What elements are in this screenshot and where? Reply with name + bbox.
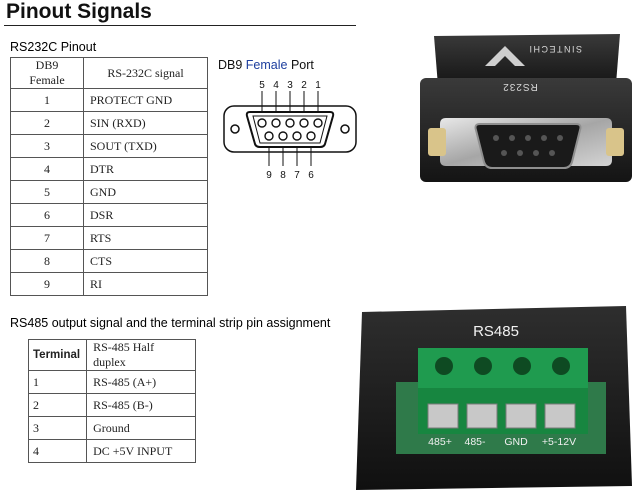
db9-port-label: DB9 Female Port [218, 58, 314, 72]
port-label-suffix: Port [287, 58, 314, 72]
column-header-db9: DB9 Female [10, 57, 84, 89]
pin-signal: RI [83, 272, 208, 296]
terminal-signal: RS-485 (A+) [86, 370, 196, 394]
pin-signal: GND [83, 180, 208, 204]
port-label-prefix: DB9 [218, 58, 246, 72]
bottom-pin-label: 6 [308, 170, 314, 181]
brand-logo-icon [485, 46, 525, 66]
terminal-signal: Ground [86, 416, 196, 440]
pin-number: 6 [10, 203, 84, 227]
table-header-row: DB9 Female RS-232C signal [10, 57, 208, 89]
terminal-photo-title: RS485 [473, 323, 519, 340]
top-pin-label: 2 [301, 80, 307, 91]
terminal-clamp-icon [466, 403, 498, 429]
thumbscrew-left-icon [428, 128, 446, 156]
bottom-pin-label: 8 [280, 170, 286, 181]
adapter-brand-text: SINTECHI [528, 44, 582, 54]
pin-number: 7 [10, 226, 84, 250]
d-shell-inner [252, 115, 328, 144]
table-header-row: Terminal RS-485 Half duplex [27, 339, 196, 371]
rs485-terminal-photo: RS485 485+ 485- GND +5-12V [356, 306, 632, 490]
terminal-signal: DC +5V INPUT [86, 439, 196, 463]
terminal-label: 485- [464, 436, 486, 448]
db9-connector-diagram: 5 4 3 2 1 9 8 7 6 [223, 80, 357, 181]
pin-number: 4 [10, 157, 84, 181]
top-pin-label: 1 [315, 80, 321, 91]
top-pin-label: 3 [287, 80, 293, 91]
pin-number: 3 [10, 134, 84, 158]
mount-hole-icon [230, 124, 240, 134]
rs232-adapter-photo: SINTECHI RS232 [420, 34, 632, 182]
d-sub-receptacle [474, 123, 582, 169]
terminal-clamp-icon [544, 403, 576, 429]
port-label-female: Female [245, 58, 288, 72]
terminal-label: 485+ [428, 436, 452, 448]
title-divider [4, 25, 356, 26]
terminal-number: 1 [27, 370, 88, 394]
pin-number: 2 [10, 111, 84, 135]
terminal-signal: RS-485 (B-) [86, 393, 196, 417]
terminal-number: 2 [27, 393, 88, 417]
pin-signal: DTR [83, 157, 208, 181]
top-pin-label: 4 [273, 80, 279, 91]
column-header-signal: RS-232C signal [83, 57, 208, 89]
pin-signal: SOUT (TXD) [83, 134, 208, 158]
mount-hole-icon [340, 124, 350, 134]
pin-signal: CTS [83, 249, 208, 273]
terminal-clamp-icon [505, 403, 537, 429]
terminal-number: 4 [27, 439, 88, 463]
adapter-model-text: RS232 [502, 81, 538, 92]
column-header-duplex: RS-485 Half duplex [86, 339, 196, 371]
pin-number: 8 [10, 249, 84, 273]
terminal-clamp-icon [427, 403, 459, 429]
bottom-pin-label: 9 [266, 170, 272, 181]
pin-signal: PROTECT GND [83, 88, 208, 112]
terminal-number: 3 [27, 416, 88, 440]
pin-number: 9 [10, 272, 84, 296]
page-title: Pinout Signals [6, 0, 152, 23]
pin-number: 1 [10, 88, 84, 112]
bottom-pin-label: 7 [294, 170, 300, 181]
terminal-label: +5-12V [542, 436, 576, 448]
column-header-terminal: Terminal [27, 339, 88, 371]
db9-flange [223, 105, 357, 153]
pin-signal: RTS [83, 226, 208, 250]
rs232-section-label: RS232C Pinout [10, 40, 97, 54]
terminal-label: GND [504, 436, 528, 448]
top-pin-label: 5 [259, 80, 265, 91]
pin-number: 5 [10, 180, 84, 204]
thumbscrew-right-icon [606, 128, 624, 156]
pin-signal: DSR [83, 203, 208, 227]
adapter-top-housing [434, 34, 620, 86]
pin-signal: SIN (RXD) [83, 111, 208, 135]
rs485-section-label: RS485 output signal and the terminal str… [10, 316, 331, 330]
